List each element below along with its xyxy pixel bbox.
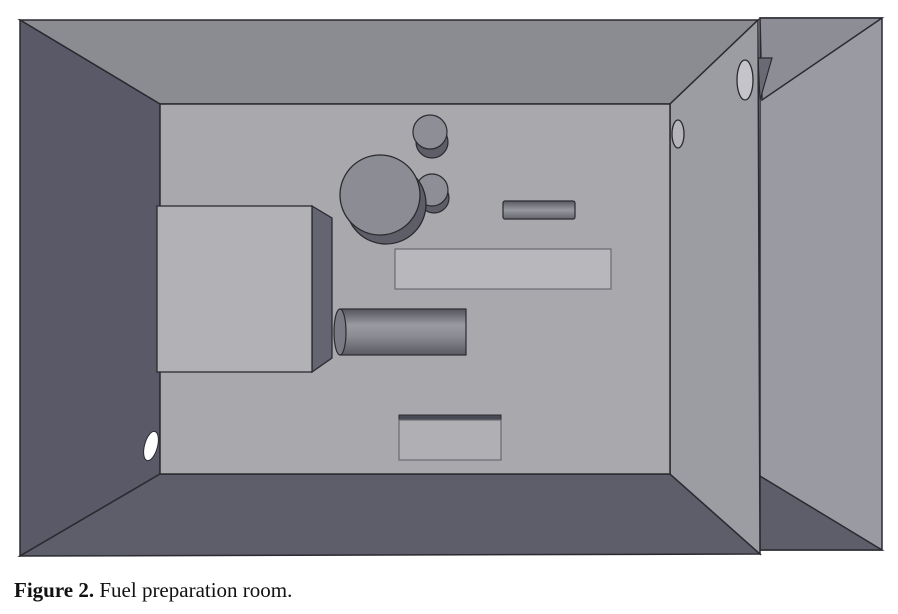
large-tank (339, 154, 427, 245)
main-room (17, 18, 762, 558)
right-wall-opening-large (736, 59, 754, 101)
cabinet-block (156, 204, 333, 374)
bench (398, 414, 502, 461)
annex-arch-opening (757, 57, 773, 101)
left-wall (19, 18, 161, 558)
left-wall-opening (143, 430, 159, 462)
room-render (17, 17, 885, 558)
annex-room (757, 17, 885, 551)
small-bar (502, 200, 576, 220)
cabinet-top (156, 205, 313, 373)
horizontal-cylinder (333, 308, 467, 356)
long-counter (394, 248, 612, 290)
cabinet-side (311, 204, 333, 374)
right-wall-opening-small (671, 119, 685, 149)
figure-label: Figure 2. (14, 578, 95, 602)
figure-caption: Figure 2. Fuel preparation room. (14, 578, 292, 603)
small-tank-upper (412, 114, 449, 159)
figure-caption-text: Fuel preparation room. (99, 578, 293, 602)
annex-back-wall (759, 17, 883, 551)
